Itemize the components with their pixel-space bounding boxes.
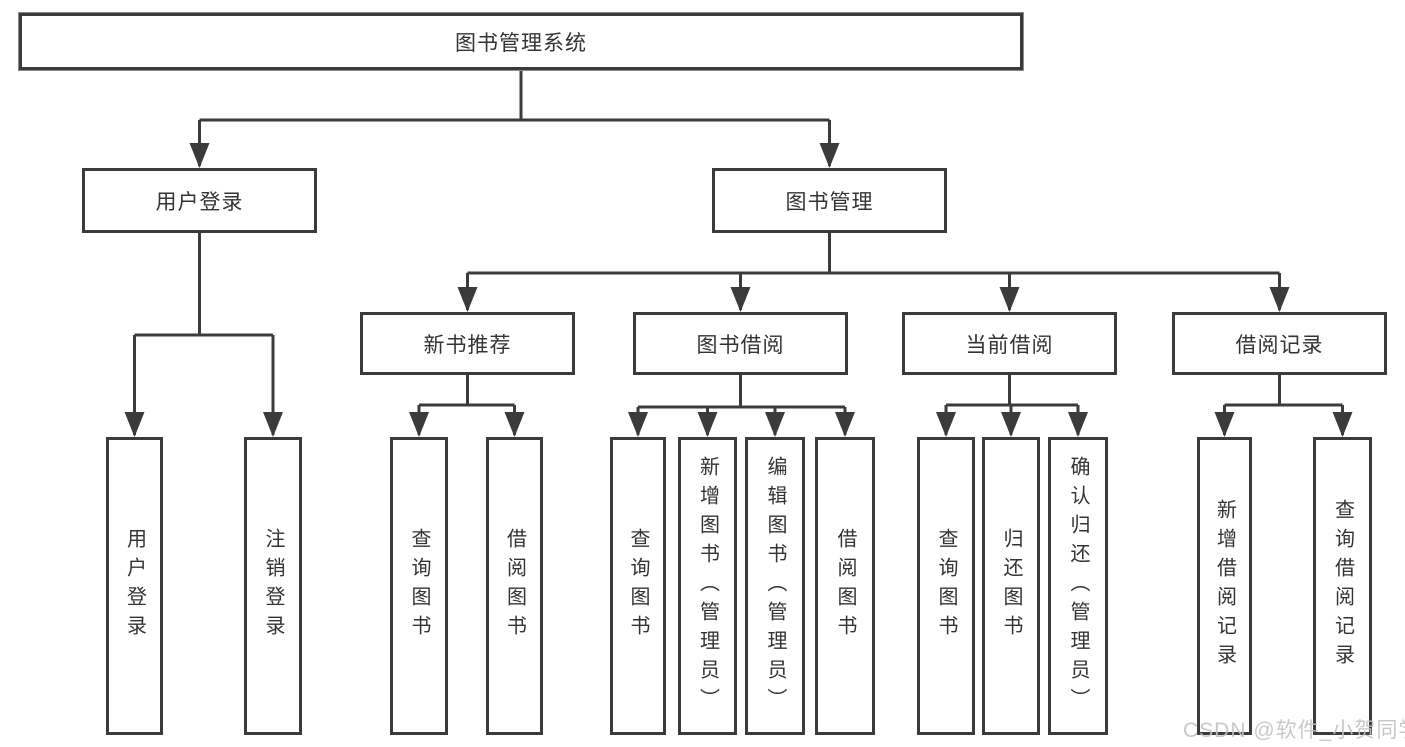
leaf-user-login: 用户登录 (106, 437, 163, 735)
leaf-bb-add-books-admin: 新增图书（管理员） (678, 437, 737, 735)
leaf-nbr-borrow-books-label: 借阅图书 (503, 528, 526, 644)
leaf-bb-borrow-books-label: 借阅图书 (834, 528, 856, 644)
node-borrow-records-label: 借阅记录 (1235, 333, 1324, 357)
leaf-cb-confirm-return-admin-label: 确认归还（管理员） (1067, 455, 1089, 717)
leaf-nbr-query-books: 查询图书 (390, 437, 448, 735)
node-root-system: 图书管理系统 (19, 13, 1023, 70)
node-new-book-recommend: 新书推荐 (360, 312, 575, 375)
leaf-logout-label: 注销登录 (262, 528, 284, 644)
leaf-bb-borrow-books: 借阅图书 (815, 437, 875, 735)
node-user-login: 用户登录 (82, 168, 317, 233)
node-new-book-recommend-label: 新书推荐 (423, 333, 512, 357)
leaf-br-add-record-label: 新增借阅记录 (1213, 499, 1236, 673)
node-book-management: 图书管理 (712, 168, 947, 233)
node-current-borrow: 当前借阅 (902, 312, 1117, 375)
leaf-br-add-record: 新增借阅记录 (1197, 437, 1252, 735)
leaf-logout: 注销登录 (244, 437, 302, 735)
leaf-cb-confirm-return-admin: 确认归还（管理员） (1048, 437, 1108, 735)
node-book-borrow-label: 图书借阅 (696, 333, 785, 357)
arrowheads (124, 143, 1353, 437)
leaf-cb-query-books: 查询图书 (917, 437, 975, 735)
leaf-cb-query-books-label: 查询图书 (935, 528, 957, 644)
leaf-br-query-record-label: 查询借阅记录 (1331, 499, 1354, 673)
node-user-login-label: 用户登录 (155, 190, 244, 214)
node-current-borrow-label: 当前借阅 (965, 333, 1054, 357)
leaf-bb-edit-books-admin-label: 编辑图书（管理员） (764, 455, 786, 717)
leaf-br-query-record: 查询借阅记录 (1313, 437, 1372, 735)
node-borrow-records: 借阅记录 (1172, 312, 1387, 375)
leaf-bb-query-books: 查询图书 (610, 437, 666, 735)
leaf-bb-query-books-label: 查询图书 (627, 528, 649, 644)
node-root-system-label: 图书管理系统 (455, 31, 587, 55)
leaf-user-login-label: 用户登录 (123, 528, 146, 644)
node-book-management-label: 图书管理 (785, 190, 874, 214)
leaf-bb-add-books-admin-label: 新增图书（管理员） (696, 455, 719, 717)
csdn-watermark: CSDN @软件_小贺同学 (1183, 719, 1405, 742)
leaf-cb-return-books-label: 归还图书 (1000, 528, 1022, 644)
leaf-nbr-query-books-label: 查询图书 (408, 528, 430, 644)
leaf-bb-edit-books-admin: 编辑图书（管理员） (745, 437, 805, 735)
node-book-borrow: 图书借阅 (633, 312, 848, 375)
leaf-cb-return-books: 归还图书 (982, 437, 1040, 735)
leaf-nbr-borrow-books: 借阅图书 (486, 437, 543, 735)
